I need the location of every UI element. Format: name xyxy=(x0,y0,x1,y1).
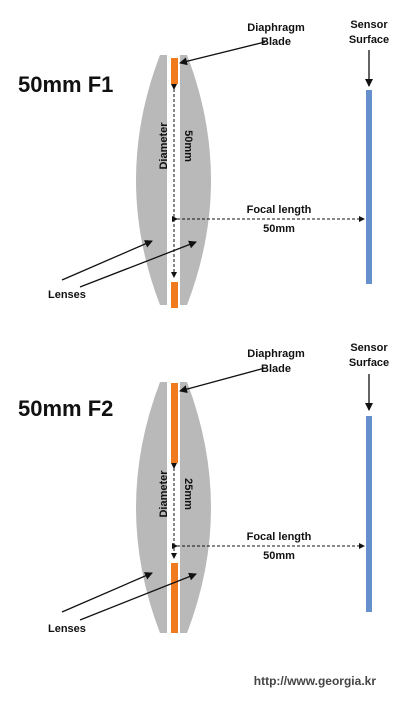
diaphragm-label-line2: Blade xyxy=(261,36,291,48)
lens-pointer-left xyxy=(61,572,153,613)
right-lens xyxy=(180,55,211,305)
diaphragm-label-line1: Diaphragm xyxy=(247,22,305,34)
diaphragm-blade-bottom xyxy=(171,282,178,308)
sensor-surface xyxy=(366,90,372,284)
panel-f1: 50mm F1 Diameter 50mm Focal length 50mm … xyxy=(18,19,389,308)
diaphragm-label-line2: Blade xyxy=(261,363,291,375)
right-lens xyxy=(180,382,211,633)
lenses-label: Lenses xyxy=(48,289,86,301)
diameter-label: Diameter xyxy=(158,122,170,170)
focal-length-label: Focal length xyxy=(247,204,312,216)
lens-pointer-right xyxy=(79,240,197,288)
diaphragm-pointer xyxy=(179,367,266,394)
focal-length-value: 50mm xyxy=(263,223,295,235)
panel-f2: 50mm F2 Diameter 25mm Focal length 50mm … xyxy=(18,342,389,635)
sensor-label-line1: Sensor xyxy=(350,19,388,31)
diaphragm-blade-top xyxy=(171,58,178,84)
panel-title: 50mm F1 xyxy=(18,72,113,97)
credit-url: http://www.georgia.kr xyxy=(254,674,377,688)
diaphragm-blade-bottom xyxy=(171,563,178,633)
sensor-label-line2: Surface xyxy=(349,34,389,46)
diaphragm-blade-top xyxy=(171,383,178,463)
diameter-value: 25mm xyxy=(182,478,194,510)
panel-title: 50mm F2 xyxy=(18,396,113,421)
diaphragm-label-line1: Diaphragm xyxy=(247,348,305,360)
diameter-value: 50mm xyxy=(182,130,194,162)
sensor-surface xyxy=(366,416,372,612)
focal-length-value: 50mm xyxy=(263,550,295,562)
focal-length-label: Focal length xyxy=(247,531,312,543)
sensor-label-line2: Surface xyxy=(349,357,389,369)
left-lens xyxy=(136,55,167,305)
sensor-label-line1: Sensor xyxy=(350,342,388,354)
left-lens xyxy=(136,382,167,633)
lenses-label: Lenses xyxy=(48,623,86,635)
diameter-label: Diameter xyxy=(158,470,170,518)
diaphragm-pointer xyxy=(179,41,266,66)
lens-pointer-left xyxy=(61,240,153,281)
lens-pointer-right xyxy=(79,572,197,621)
